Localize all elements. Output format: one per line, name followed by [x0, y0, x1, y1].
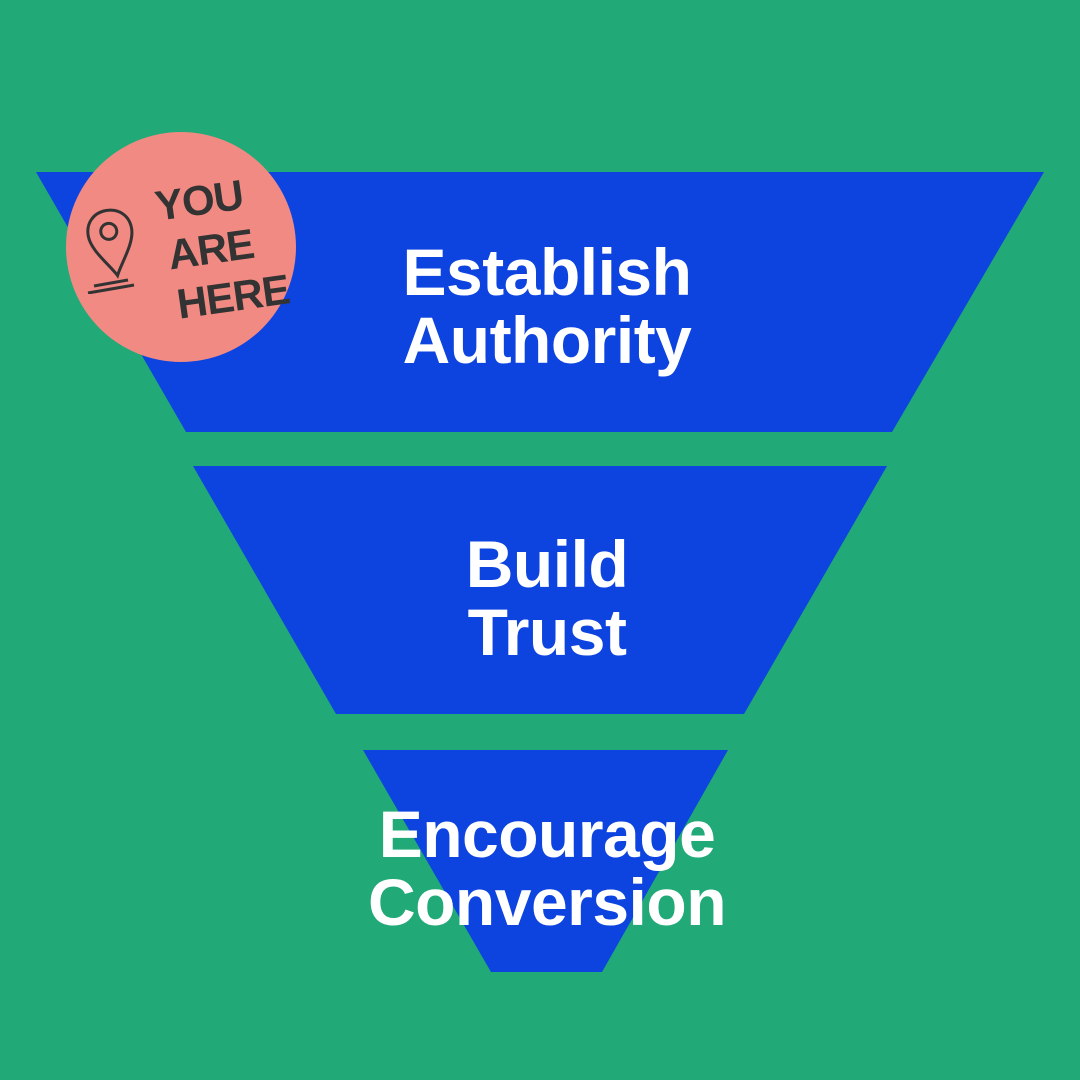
funnel-stage-2-shape	[193, 466, 887, 714]
you-are-here-badge: YOU ARE HERE	[66, 132, 296, 362]
funnel-stage-2-label: Build Trust	[0, 530, 1080, 666]
funnel-stage-3-shape	[363, 750, 728, 972]
funnel-stage-3-label: Encourage Conversion	[0, 800, 1080, 936]
funnel-stage-1-label: Establish Authority	[0, 238, 1080, 374]
funnel-stage-2-line-1: Build	[465, 527, 629, 601]
funnel-stage-2-line-2: Trust	[467, 595, 627, 669]
map-pin-icon	[86, 208, 135, 294]
funnel-stage-1-line-2: Authority	[402, 303, 692, 377]
badge-text: YOU ARE HERE	[152, 164, 302, 331]
funnel-stage-3-line-1: Encourage	[378, 797, 716, 871]
funnel-stage-3-line-2: Conversion	[367, 865, 727, 939]
funnel-stage-1-line-1: Establish	[402, 235, 692, 309]
